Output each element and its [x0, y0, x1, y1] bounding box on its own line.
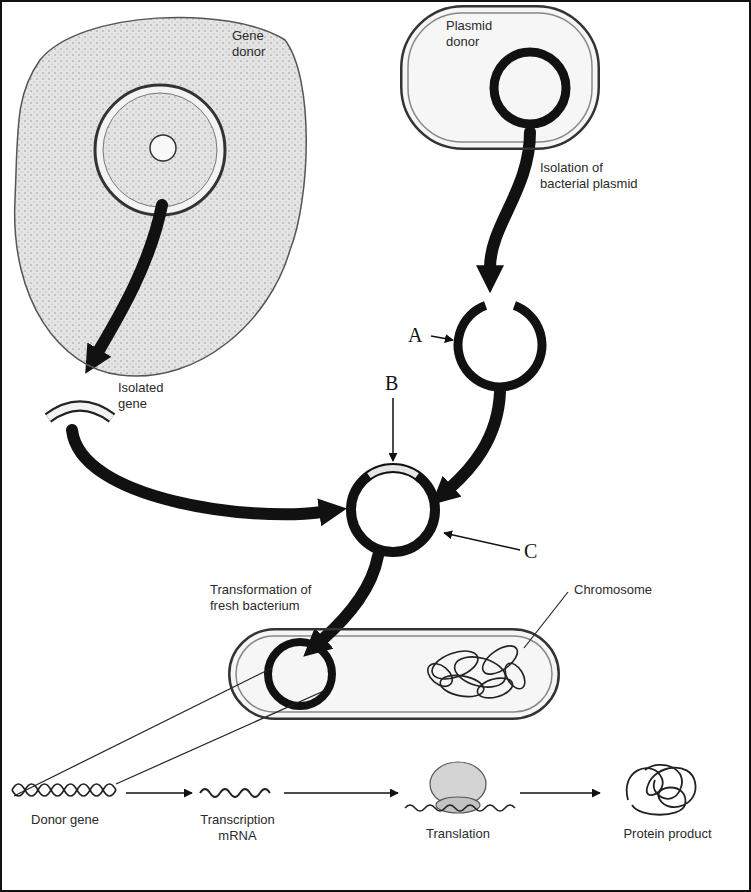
- dna-helix: [12, 784, 116, 796]
- leader-line: [116, 690, 326, 784]
- recombinant-plasmid: [351, 468, 435, 552]
- nucleus-inner: [103, 93, 217, 207]
- node-border: [229, 629, 559, 719]
- leader-line: [524, 592, 568, 648]
- process-arrow: [72, 430, 322, 514]
- callout-letter: C: [524, 540, 544, 562]
- leader-lines: [14, 592, 568, 796]
- chromosome-loop: [423, 659, 456, 691]
- pointer-arrow: [431, 336, 453, 340]
- node-label: Gene donor: [232, 28, 284, 60]
- step-label: Donor gene: [15, 812, 115, 828]
- pointer-arrow: [392, 398, 394, 461]
- gene-donor-cell: Gene donor: [8, 5, 313, 390]
- mrna-strand: [200, 789, 270, 797]
- cell-body: [15, 17, 307, 376]
- callout-letter: B: [385, 372, 405, 394]
- node-outline: [228, 628, 560, 720]
- plasmid-ring: [268, 642, 332, 706]
- node-border: [15, 17, 307, 376]
- protein-chain: [627, 768, 696, 815]
- bacterium-body: [402, 7, 598, 148]
- step-arrow: [284, 792, 398, 794]
- pointer-arrows: [393, 336, 520, 550]
- nucleus: [95, 85, 225, 215]
- node-outline: [8, 5, 313, 390]
- step-arrow: [520, 792, 600, 794]
- fresh-bacterium: Transformation of fresh bacterium: [228, 628, 560, 720]
- step-label: Transcription mRNA: [190, 812, 285, 844]
- mrna-strand: [405, 805, 515, 811]
- chromosome-loop: [478, 640, 522, 679]
- process-arrow: [450, 392, 500, 488]
- chromosome-loop: [501, 660, 529, 692]
- step-label: Protein product: [610, 826, 725, 842]
- part-label: Chromosome: [574, 582, 674, 598]
- bacterium-inner-wall: [408, 13, 592, 142]
- dna-strand: [12, 784, 116, 796]
- plasmid-donor-bacterium: Plasmid donor: [400, 5, 600, 150]
- pointer-arrow: [444, 533, 520, 550]
- protein-chain: [645, 765, 682, 799]
- bacterium-inner-wall: [236, 636, 552, 712]
- step-label: Translation: [408, 826, 508, 842]
- dna-strand: [12, 784, 116, 796]
- process-arrow: [490, 132, 530, 268]
- process-arrow: [98, 205, 162, 352]
- gene-fragment: [48, 406, 112, 418]
- node-label: Transformation of fresh bacterium: [210, 582, 330, 614]
- plasmid-ring: [494, 52, 566, 124]
- node-outline: [400, 5, 600, 150]
- node-label: Plasmid donor: [446, 18, 504, 50]
- nucleolus: [150, 135, 176, 161]
- bacterium-body: [230, 630, 558, 718]
- chromosome-tangle: [423, 640, 528, 701]
- cut-plasmid: [458, 306, 542, 387]
- gene-fragment-edge: [48, 406, 112, 418]
- callout-letter: A: [408, 324, 428, 346]
- step-arrow: [126, 792, 192, 794]
- node-border: [401, 6, 599, 149]
- chromosome-loop: [475, 675, 514, 702]
- inserted-gene: [369, 468, 417, 476]
- step-label: Isolation of bacterial plasmid: [540, 160, 652, 192]
- process-arrow: [322, 556, 378, 640]
- protein-fold: [627, 765, 696, 815]
- part-label: Isolated gene: [118, 380, 178, 412]
